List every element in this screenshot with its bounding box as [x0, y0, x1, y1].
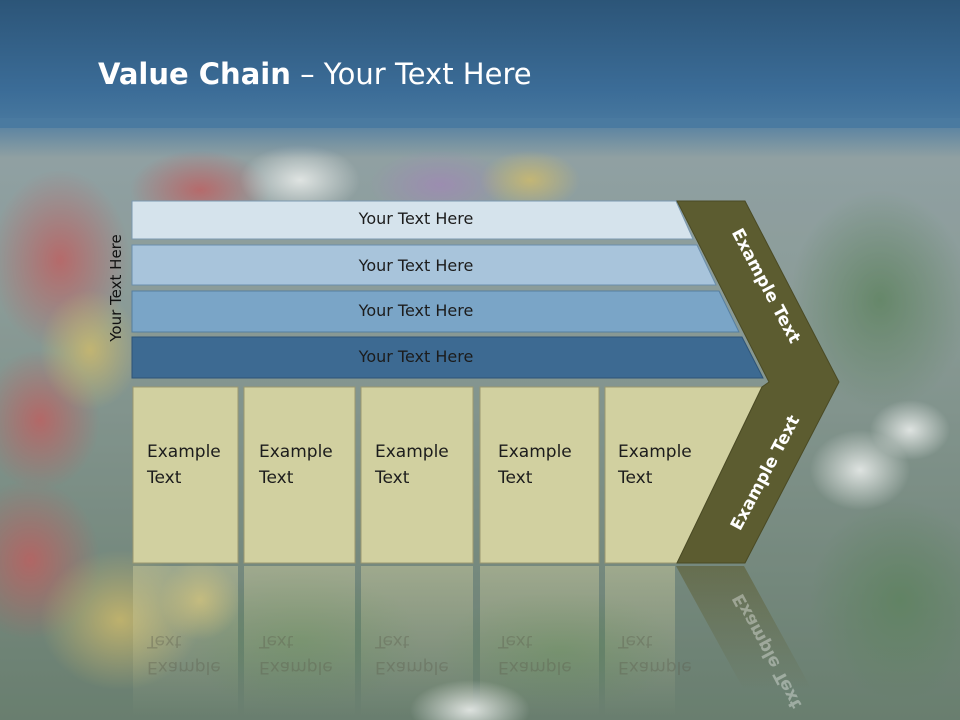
vertical-label: Your Text Here	[107, 234, 125, 342]
title-rest: – Your Text Here	[290, 57, 532, 91]
reflection	[133, 566, 812, 716]
row-bar-2	[131, 244, 717, 286]
row-label-2: Your Text Here	[358, 256, 474, 275]
row-label-4: Your Text Here	[358, 347, 474, 366]
header-band	[0, 0, 960, 128]
title-bold: Value Chain	[98, 57, 291, 91]
row-bar-4	[131, 336, 764, 379]
activity-box-4	[479, 386, 600, 564]
activity-box-2	[243, 386, 356, 564]
row-label-1: Your Text Here	[358, 209, 474, 228]
row-label-3: Your Text Here	[358, 301, 474, 320]
row-bar-3	[131, 290, 740, 333]
header-fade	[0, 118, 960, 158]
activity-box-3	[360, 386, 474, 564]
margin-chevron	[676, 200, 840, 564]
activity-box-1	[132, 386, 239, 564]
slide-title: Value Chain – Your Text Here	[98, 52, 532, 96]
row-bar-1	[131, 200, 694, 240]
